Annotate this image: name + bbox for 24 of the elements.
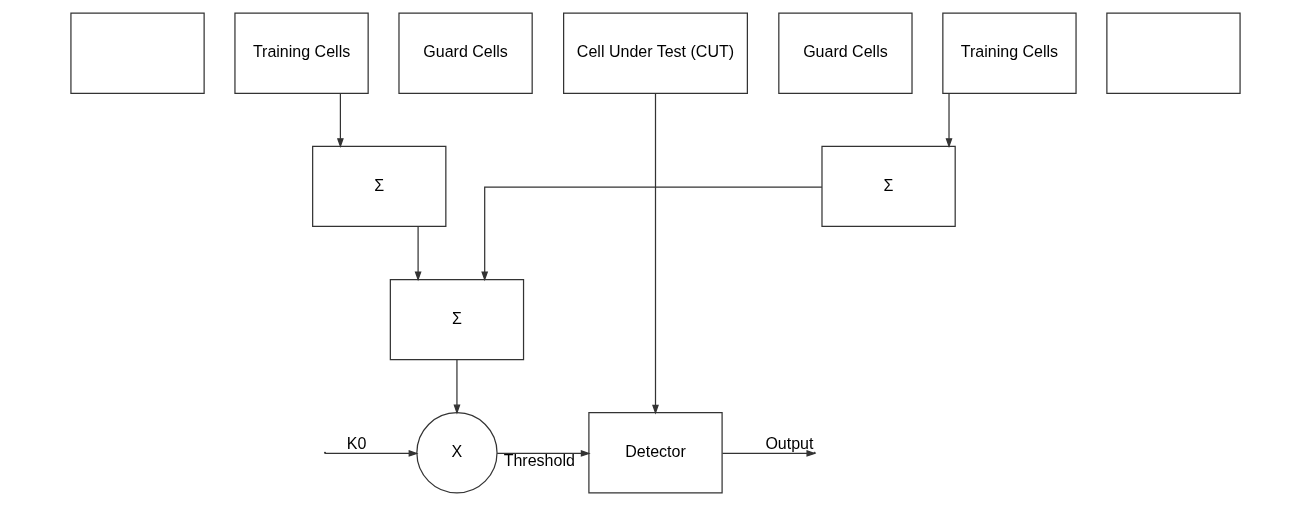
arrow: [414, 226, 422, 282]
node-box: Guard Cells: [777, 12, 913, 94]
arrow: [336, 92, 344, 149]
node-box: Cell Under Test (CUT): [562, 12, 748, 94]
edge-label: Threshold: [503, 451, 575, 470]
arrow: [945, 92, 952, 149]
node-box: Guard Cells: [397, 12, 533, 94]
arrow: [651, 92, 659, 415]
node-box: Σ: [311, 145, 446, 228]
node-box: Training Cells: [233, 12, 369, 94]
arrow: [496, 449, 591, 457]
arrow: [721, 449, 816, 457]
arrow: [323, 449, 418, 457]
node-box: Σ: [389, 278, 524, 361]
node-box: Training Cells: [941, 12, 1077, 94]
node-box: [69, 12, 205, 94]
arrow: [480, 186, 822, 282]
node-box: Σ: [820, 145, 956, 228]
node-circle: X: [415, 412, 498, 494]
arrow: [453, 359, 460, 415]
edge-label: K0: [346, 433, 366, 452]
node-box: [1105, 12, 1241, 94]
node-box: Detector: [587, 412, 723, 494]
edge-label: Output: [764, 433, 813, 452]
